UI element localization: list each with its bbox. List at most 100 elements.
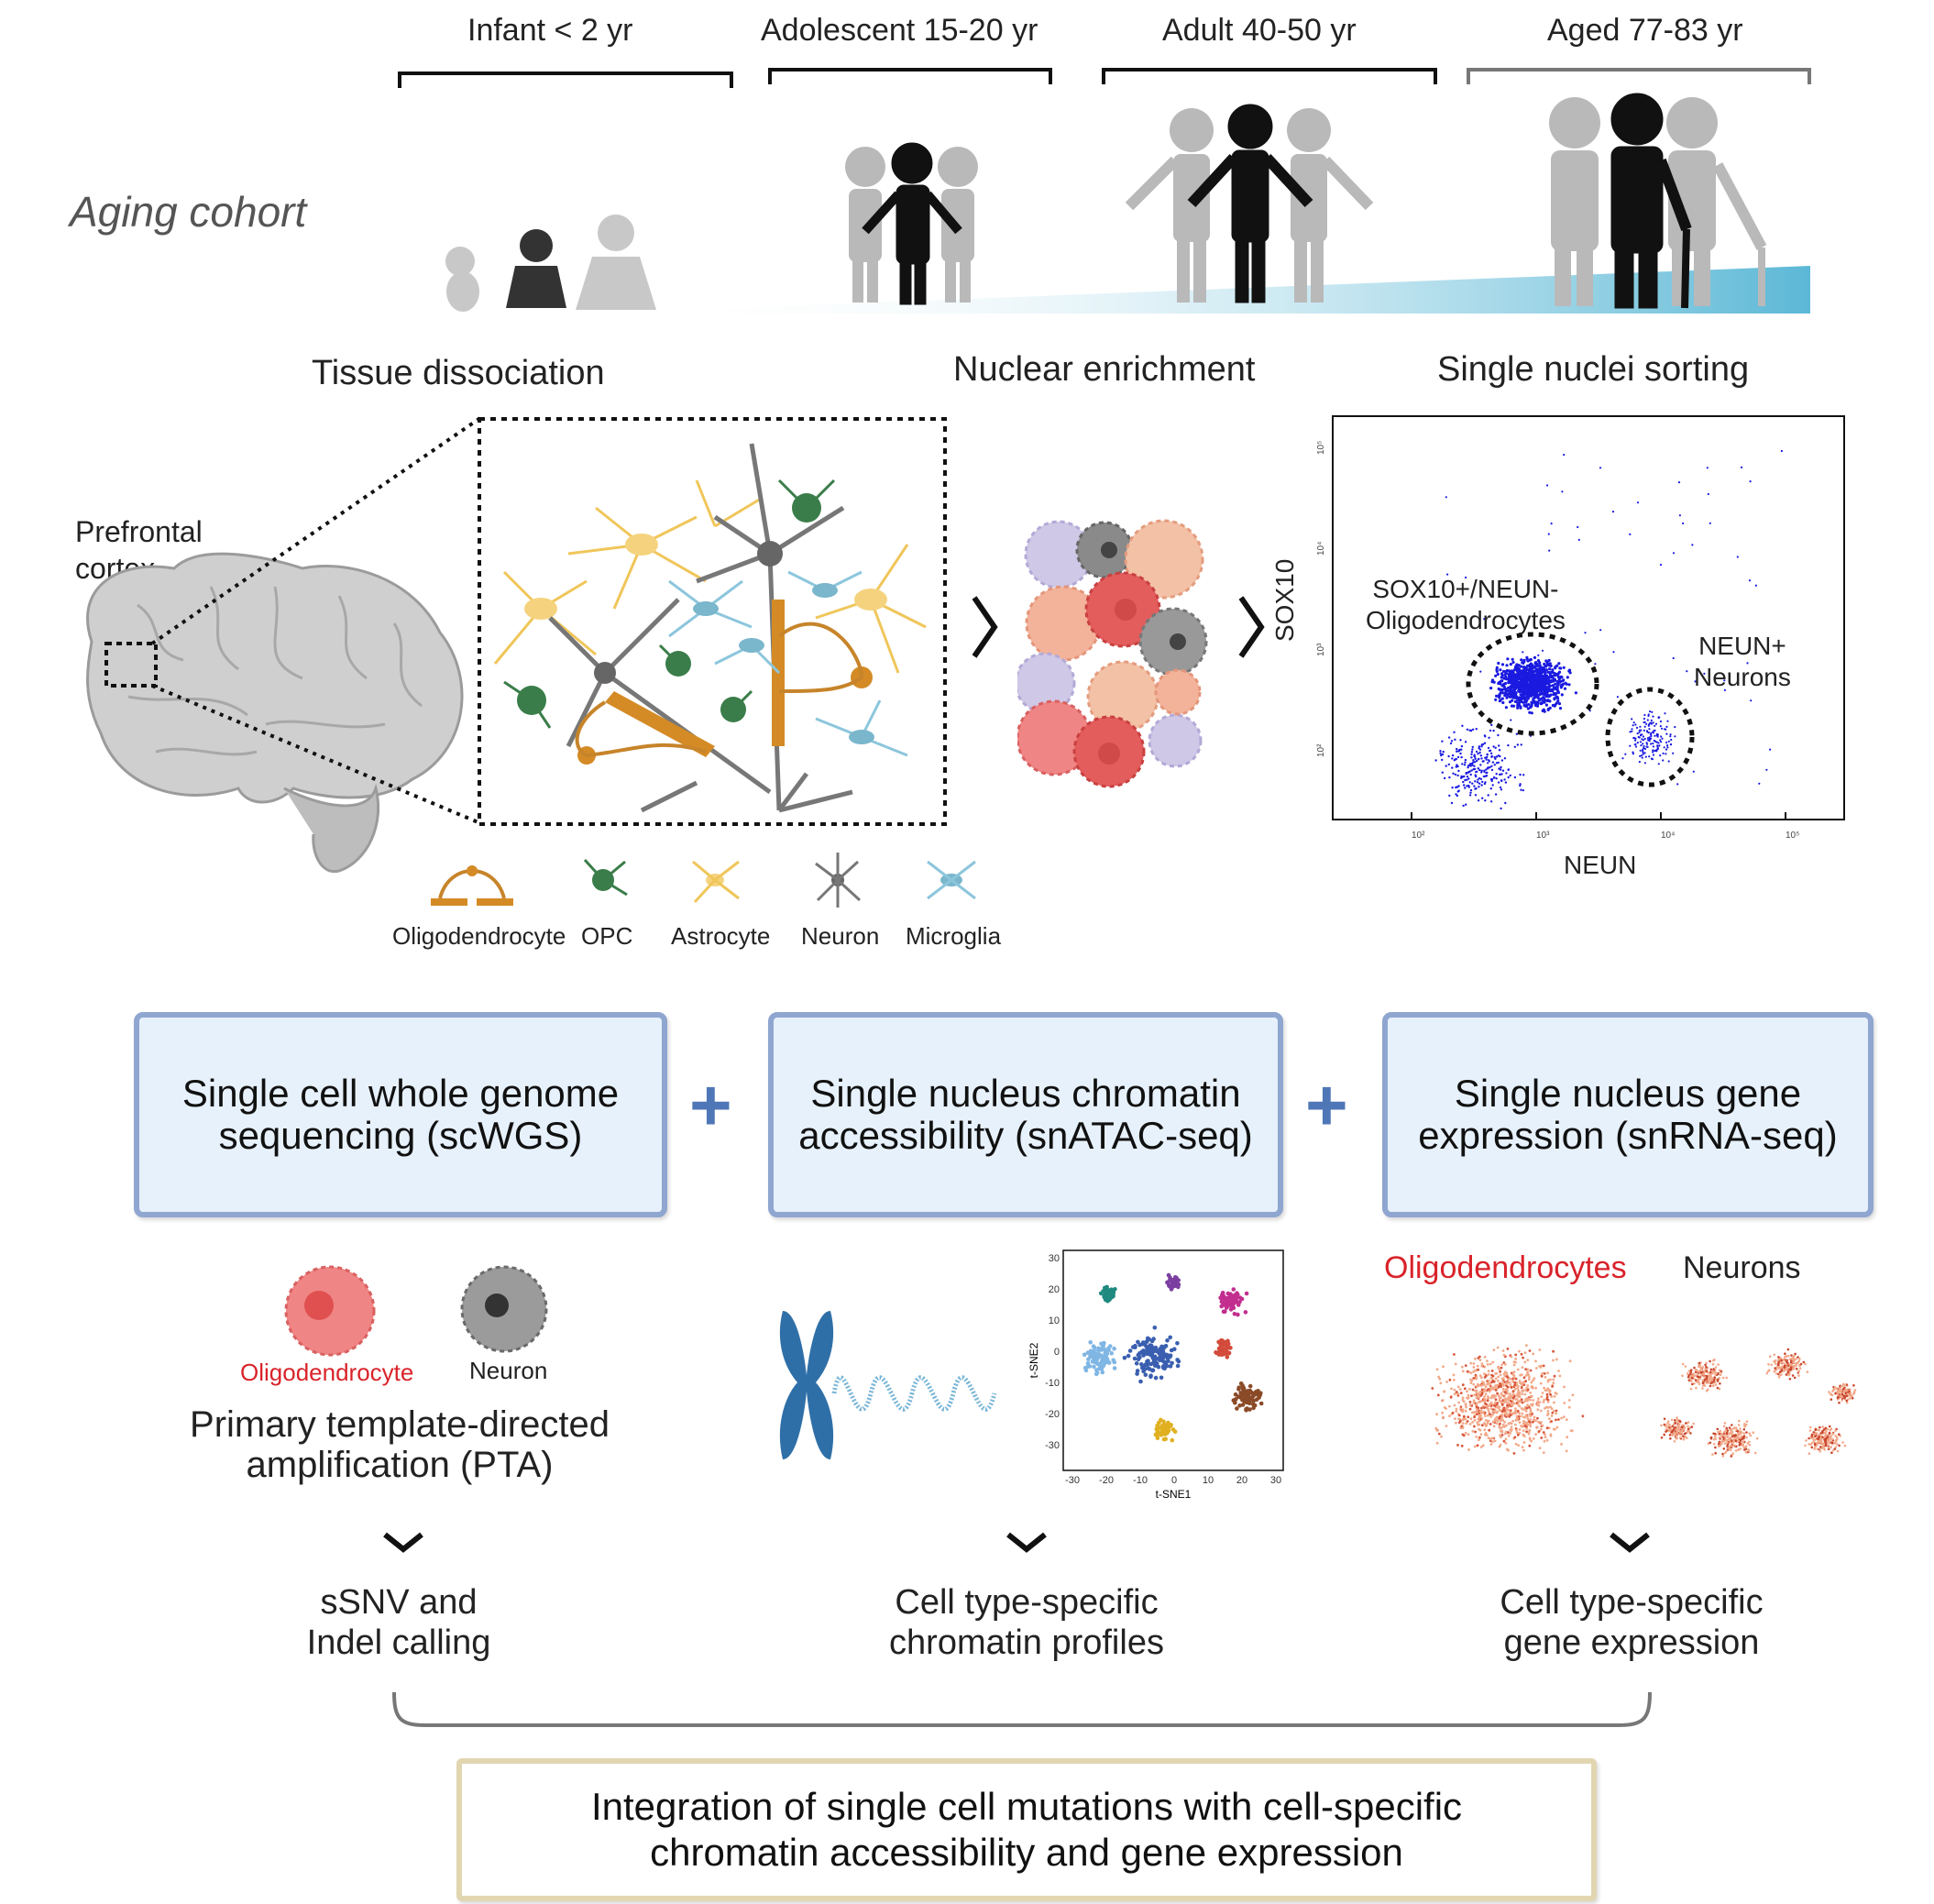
facs-event	[1513, 745, 1516, 748]
facs-event	[1594, 663, 1597, 666]
rna-point	[1512, 1363, 1516, 1367]
rna-point	[1542, 1431, 1545, 1434]
rna-point	[1734, 1439, 1738, 1442]
rna-point	[1468, 1403, 1472, 1407]
facs-event	[1480, 757, 1483, 760]
tsne-point	[1091, 1344, 1096, 1348]
facs-event	[1640, 744, 1643, 747]
rna-point	[1836, 1396, 1840, 1399]
rna-point	[1536, 1402, 1540, 1405]
rna-point	[1706, 1375, 1709, 1378]
rna-point	[1696, 1370, 1698, 1372]
rna-point	[1794, 1352, 1797, 1356]
rna-point	[1520, 1386, 1523, 1390]
facs-event	[1547, 676, 1552, 679]
facs-event	[1612, 651, 1615, 654]
facs-event	[1509, 676, 1513, 679]
rna-point	[1455, 1391, 1458, 1393]
rna-point	[1783, 1358, 1786, 1361]
facs-event	[1549, 693, 1553, 697]
rna-point	[1687, 1425, 1689, 1428]
rna-point	[1555, 1412, 1558, 1415]
rna-point	[1681, 1374, 1684, 1377]
facs-event	[1450, 740, 1454, 743]
rna-point	[1715, 1371, 1718, 1375]
rna-point	[1536, 1400, 1540, 1403]
tsne-points	[1082, 1272, 1264, 1443]
rna-point	[1731, 1442, 1734, 1445]
rna-point	[1832, 1448, 1835, 1452]
rna-point	[1753, 1451, 1757, 1455]
neuron-cells	[548, 443, 853, 813]
facs-event	[1454, 773, 1457, 776]
facs-event	[1553, 677, 1556, 681]
rna-point	[1522, 1381, 1524, 1384]
facs-event	[1780, 449, 1783, 453]
rna-point	[1503, 1393, 1506, 1397]
rna-point	[1682, 1435, 1685, 1437]
rna-point	[1726, 1441, 1729, 1445]
rna-point	[1476, 1413, 1478, 1415]
rna-point	[1736, 1429, 1740, 1433]
facs-event	[1525, 699, 1529, 702]
facs-event	[1706, 467, 1709, 469]
facs-event	[1548, 549, 1551, 552]
rna-point	[1500, 1377, 1504, 1381]
output-scwgs-line1: sSNV and	[320, 1583, 478, 1622]
tsne-point	[1111, 1358, 1115, 1363]
facs-event	[1490, 754, 1493, 758]
facs-event	[1507, 686, 1511, 689]
tsne-point	[1235, 1291, 1239, 1295]
rna-point	[1718, 1436, 1721, 1439]
facs-event	[1520, 788, 1522, 791]
facs-event	[1459, 752, 1462, 755]
facs-event	[1664, 712, 1666, 715]
tsne-point	[1243, 1310, 1248, 1315]
facs-event	[1553, 698, 1556, 701]
facs-event	[1488, 736, 1490, 739]
rna-point	[1669, 1437, 1672, 1440]
rna-point	[1503, 1398, 1506, 1401]
rna-point	[1461, 1396, 1465, 1400]
tsne-point	[1229, 1295, 1234, 1300]
rna-point	[1494, 1384, 1498, 1387]
facs-event	[1537, 699, 1542, 702]
rna-point	[1839, 1388, 1841, 1391]
rna-point	[1518, 1421, 1522, 1425]
rna-point	[1704, 1363, 1707, 1367]
tsne-point	[1170, 1437, 1175, 1443]
rna-point	[1707, 1388, 1709, 1392]
facs-event	[1546, 685, 1551, 688]
facs-event	[1643, 725, 1646, 728]
tsne-point	[1244, 1406, 1248, 1412]
facs-event	[1470, 769, 1473, 772]
tsne-point	[1227, 1293, 1232, 1297]
rna-point	[1483, 1406, 1486, 1409]
rna-point	[1492, 1425, 1496, 1428]
rna-point	[1484, 1402, 1487, 1405]
facs-event	[1661, 727, 1664, 730]
rna-point	[1480, 1362, 1484, 1365]
rna-point	[1809, 1425, 1812, 1429]
rna-point	[1509, 1392, 1511, 1396]
facs-event	[1497, 761, 1500, 765]
rna-point	[1670, 1418, 1674, 1422]
facs-event	[1709, 522, 1711, 524]
rna-point	[1834, 1446, 1838, 1448]
facs-event	[1517, 666, 1521, 670]
facs-event	[1509, 685, 1512, 688]
facs-event	[1491, 761, 1495, 764]
rna-point	[1449, 1395, 1453, 1399]
rna-point	[1524, 1410, 1528, 1413]
rna-point	[1521, 1446, 1524, 1448]
gate-neurons	[1605, 687, 1695, 787]
rna-point	[1709, 1370, 1712, 1374]
tsne-point	[1175, 1363, 1181, 1369]
tsne-point	[1165, 1356, 1170, 1360]
facs-event	[1522, 670, 1526, 674]
rna-point	[1503, 1370, 1507, 1373]
rna-point	[1486, 1404, 1489, 1408]
facs-event	[1499, 754, 1501, 758]
tsne-point	[1159, 1344, 1164, 1349]
tsne-point	[1228, 1304, 1234, 1309]
